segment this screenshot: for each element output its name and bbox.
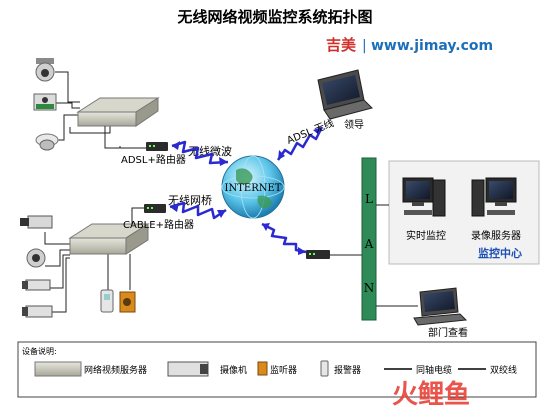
legend-label-coax-cable: 同轴电缆: [416, 364, 452, 376]
legend-listener: 监听器: [257, 361, 297, 376]
diagram-title: 无线网络视频监控系统拓扑图: [176, 8, 372, 26]
lan-router-icon: [306, 250, 330, 259]
brand-url: www.jimay.com: [371, 38, 493, 54]
lan-letter-l: L: [365, 192, 373, 206]
legend-network-video-server: 网络视频服务器: [34, 361, 147, 377]
ceiling-dome-camera-icon: [35, 133, 59, 151]
dome-camera-icon: [26, 248, 46, 268]
lightning-arrowheads: [170, 127, 322, 255]
recording-server-computer-icon: [471, 177, 517, 217]
realtime-monitor-label: 实时监控: [406, 229, 446, 242]
lightning-leader: [276, 126, 324, 161]
legend-camera: 摄像机: [167, 361, 247, 377]
lightning-lan: [261, 222, 307, 254]
lightning-cable: [169, 201, 227, 220]
legend-title: 设备说明:: [22, 346, 57, 356]
wireless-microwave-label: 无线微波: [188, 144, 232, 158]
recording-server-label: 录像服务器: [471, 229, 521, 242]
legend-label-camera: 摄像机: [220, 364, 247, 376]
department-laptop-icon: [413, 287, 468, 326]
legend-label-alarm: 报警器: [334, 364, 361, 376]
lan-letter-a: A: [364, 237, 374, 251]
bullet-camera-icon: [22, 279, 51, 291]
watermark-logo: 火鲤鱼: [392, 380, 470, 410]
ir-camera-icon: [33, 93, 57, 111]
bullet-camera-icon: [22, 305, 53, 318]
wireless-links: [169, 126, 324, 254]
leader-label: 领导: [344, 118, 364, 131]
lan-letter-n: N: [364, 281, 375, 295]
adsl-wireless-label: ADSL 无线: [285, 116, 336, 147]
network-video-server-top: [76, 97, 160, 127]
legend-label-network-video-server: 网络视频服务器: [84, 364, 147, 376]
alarm-icon: [100, 289, 114, 313]
leader-laptop-icon: [317, 69, 373, 120]
legend-box: [17, 341, 537, 398]
video-server-top-link: [104, 126, 146, 149]
box-camera-icon: [20, 215, 53, 229]
legend-label-listener: 监听器: [270, 364, 297, 376]
top-camera-cluster: [55, 71, 111, 141]
legend-alarm: 报警器: [320, 360, 361, 377]
legend-twisted-pair: 双绞线: [458, 364, 517, 376]
cable-router-label: CABLE+路由器: [123, 218, 194, 231]
monitoring-center-label: 监控中心: [478, 246, 522, 260]
internet-label: INTERNET: [225, 183, 282, 194]
dome-camera-icon: [35, 58, 55, 82]
internet-globe: INTERNET: [221, 155, 285, 219]
network-video-server-bottom: [68, 223, 150, 255]
adsl-router-label: ADSL+路由器: [121, 153, 186, 166]
listener-icon: [119, 291, 136, 313]
legend-coax-cable: 同轴电缆: [384, 364, 452, 376]
lightning-adsl: [171, 140, 229, 165]
adsl-router-icon: [146, 142, 168, 151]
legend-label-twisted-pair: 双绞线: [490, 364, 517, 376]
brand-name: 吉美: [326, 36, 357, 54]
cable-router-icon: [144, 204, 166, 213]
brand-separator: |: [362, 38, 367, 54]
department-view-label: 部门查看: [428, 326, 468, 339]
lan-bus: [361, 157, 377, 321]
realtime-monitor-computer-icon: [402, 177, 446, 217]
brand-logo: 吉美 | www.jimay.com: [326, 36, 493, 54]
